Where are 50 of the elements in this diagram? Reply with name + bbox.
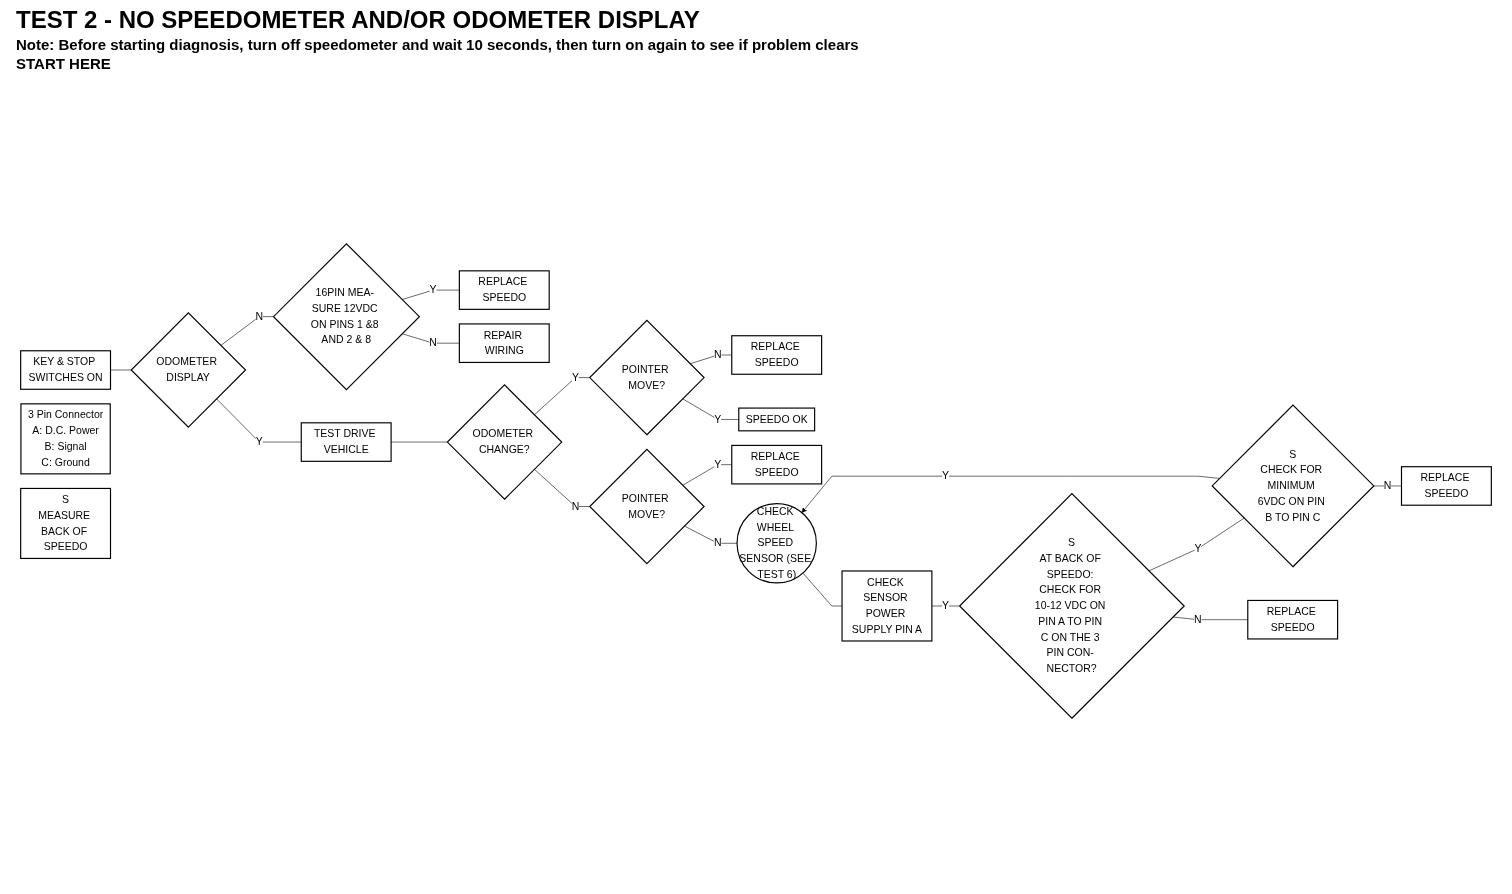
node-box: REPLACE SPEEDO — [1247, 599, 1339, 640]
node-box: S MEASURE BACK OF SPEEDO — [20, 487, 112, 560]
node-box: KEY & STOP SWITCHES ON — [20, 350, 112, 390]
connector — [401, 289, 460, 300]
connector — [534, 468, 590, 507]
edge-label: Y — [255, 435, 263, 448]
edge-label: Y — [714, 413, 722, 425]
edge-label: N — [1194, 613, 1202, 626]
node-circle: CHECK WHEEL SPEED SENSOR (SEE TEST 6) — [736, 503, 817, 584]
node-box: CHECK SENSOR POWER SUPPLY PIN A — [841, 570, 933, 642]
node-box: REPLACE SPEEDO — [731, 444, 823, 485]
diagram-title: TEST 2 - NO SPEEDOMETER AND/OR ODOMETER DISPLAY — [16, 6, 701, 34]
node-diamond: S CHECK FOR MINIMUM 6VDC ON PIN B TO PIN C — [1211, 404, 1375, 568]
node-box: REPAIR WIRING — [458, 323, 550, 363]
edge-label: N — [713, 537, 722, 549]
edge-label: Y — [942, 470, 950, 482]
node-diamond: 16PIN MEA- SURE 12VDC ON PINS 1 &8 AND 2 & 8 — [272, 242, 421, 391]
connector — [684, 525, 738, 544]
connector — [220, 316, 274, 346]
node-box: 3 Pin Connector A: D.C. Power B: Signal C: Ground — [20, 403, 111, 475]
connector — [931, 605, 960, 607]
node-box: SPEEDO OK — [738, 407, 816, 432]
connector — [1148, 517, 1245, 572]
start-label: START HERE — [16, 55, 112, 72]
node-diamond: POINTER MOVE? — [588, 448, 705, 565]
connector — [216, 398, 302, 443]
edge-label: Y — [942, 599, 950, 612]
edge-label: Y — [429, 283, 437, 296]
edge-label: N — [429, 337, 437, 349]
node-diamond: ODOMETER CHANGE? — [446, 384, 563, 501]
connector — [534, 377, 590, 416]
connector — [401, 333, 460, 344]
node-diamond: S AT BACK OF SPEEDO: CHECK FOR 10-12 VDC ON PIN A TO PIN C ON THE 3 PIN CON- NECTOR? — [958, 492, 1185, 720]
node-diamond: POINTER MOVE? — [588, 319, 705, 436]
connector — [110, 369, 132, 371]
edge-label: Y — [571, 371, 579, 384]
edge-label: N — [571, 500, 580, 513]
node-box: REPLACE SPEEDO — [458, 270, 550, 310]
edge-label: Y — [1194, 542, 1202, 555]
node-box: TEST DRIVE VEHICLE — [300, 422, 392, 462]
edge-label: N — [255, 310, 264, 323]
edge-label: N — [1383, 479, 1392, 492]
node-diamond: ODOMETER DISPLAY — [130, 312, 247, 428]
note-text: Note: Before starting diagnosis, turn off speedometer and wait 10 seconds, then turn on again to see if problem clears — [16, 36, 860, 53]
node-box: REPLACE SPEEDO — [731, 335, 823, 375]
node-box: REPLACE SPEEDO — [1400, 466, 1492, 506]
connector — [1373, 485, 1402, 487]
edge-label: N — [713, 348, 722, 361]
edge-label: Y — [714, 458, 722, 471]
connector — [802, 572, 843, 607]
